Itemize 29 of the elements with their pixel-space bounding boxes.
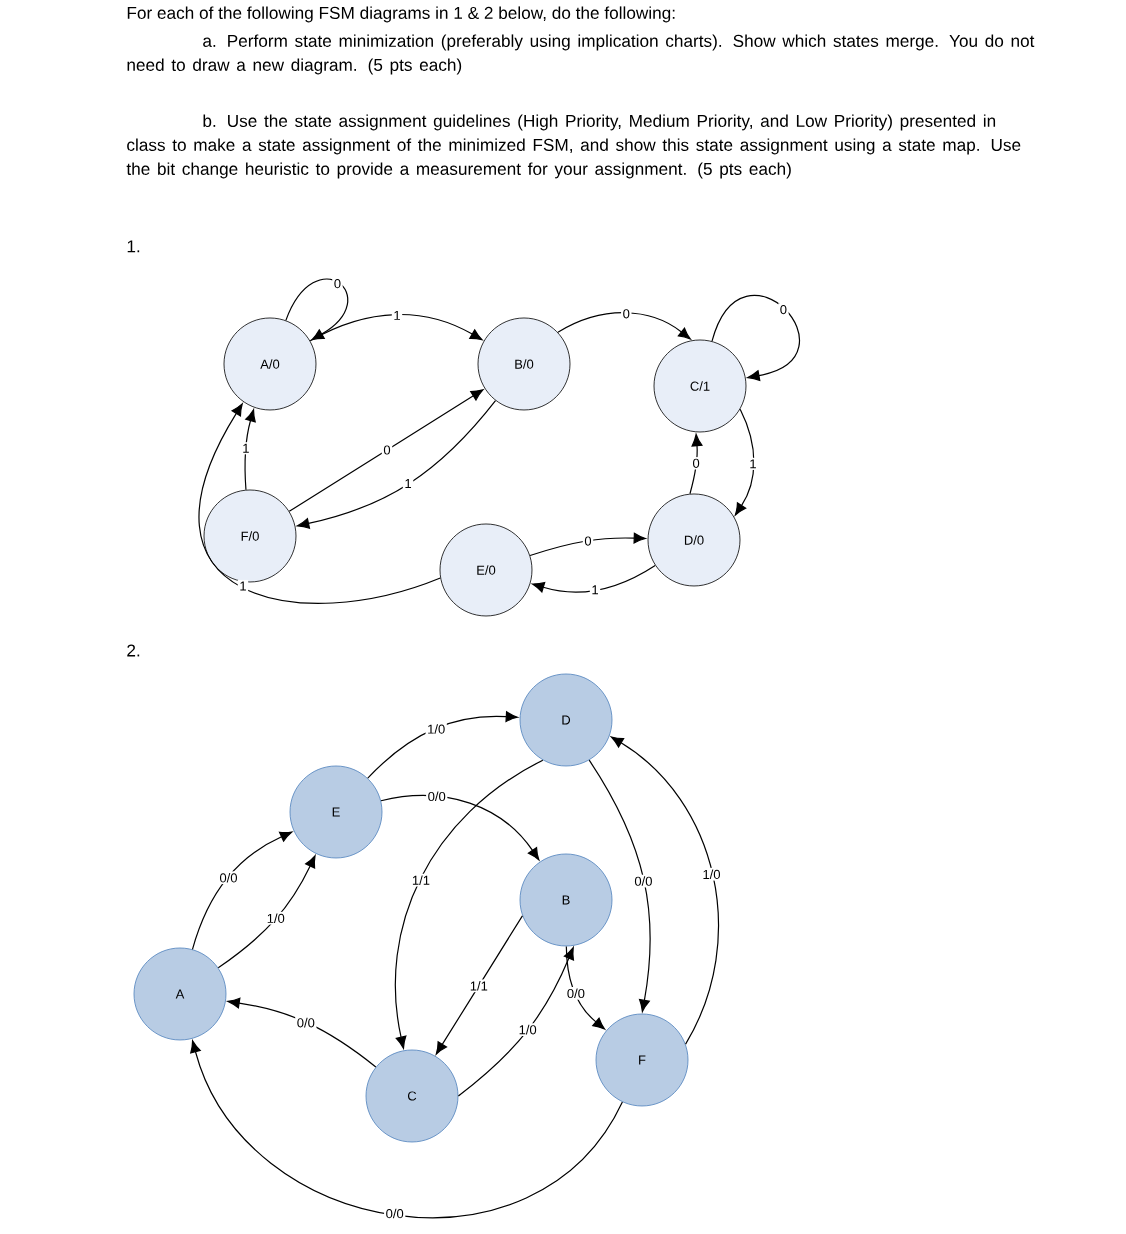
transition-arrow [557,312,691,340]
transition-arrow [531,564,656,593]
transition-arrow [244,409,256,491]
transition-arrow [457,947,574,1097]
transition-arrow [227,997,377,1068]
transition-arrow [191,831,293,950]
section-number: 2. [127,644,140,657]
transition-arrow [190,1040,623,1219]
transition-arrow [565,945,606,1030]
transition-arrow [217,855,316,969]
transition-arrow [394,759,544,1049]
transition-arrow [288,389,484,512]
transition-arrow [198,403,441,604]
transition-arrow [588,759,651,1013]
transition-arrow [309,313,483,342]
transition-arrow [689,433,703,495]
instruction-text: b. Use the state assignment guidelines (High Priority, Medium Priority, and Low Priority) presented in class to make a state assignment of the minimized FSM, and show this state assignment using a state map. Use the bit change heuristic to provide a measurement for your assignment. (5 pts each) [126,114,1021,179]
transition-arrow [610,736,720,1045]
heading: For each of the following FSM diagrams in 1 & 2 below, do the following: [127,6,675,23]
transition-arrow [285,278,349,341]
instruction-text: a. Perform state minimization (preferably using implication charts). Show which states merge. You do not need to draw a new diagram. (5 pts each) [127,34,1035,75]
transition-arrow [734,408,755,516]
transition-arrow [435,915,523,1055]
transition-arrow [711,295,800,381]
transition-arrow [380,794,540,861]
section-number: 1. [127,240,140,253]
transition-arrow [367,711,519,779]
transition-arrow [529,532,647,557]
transition-arrow [296,400,497,529]
